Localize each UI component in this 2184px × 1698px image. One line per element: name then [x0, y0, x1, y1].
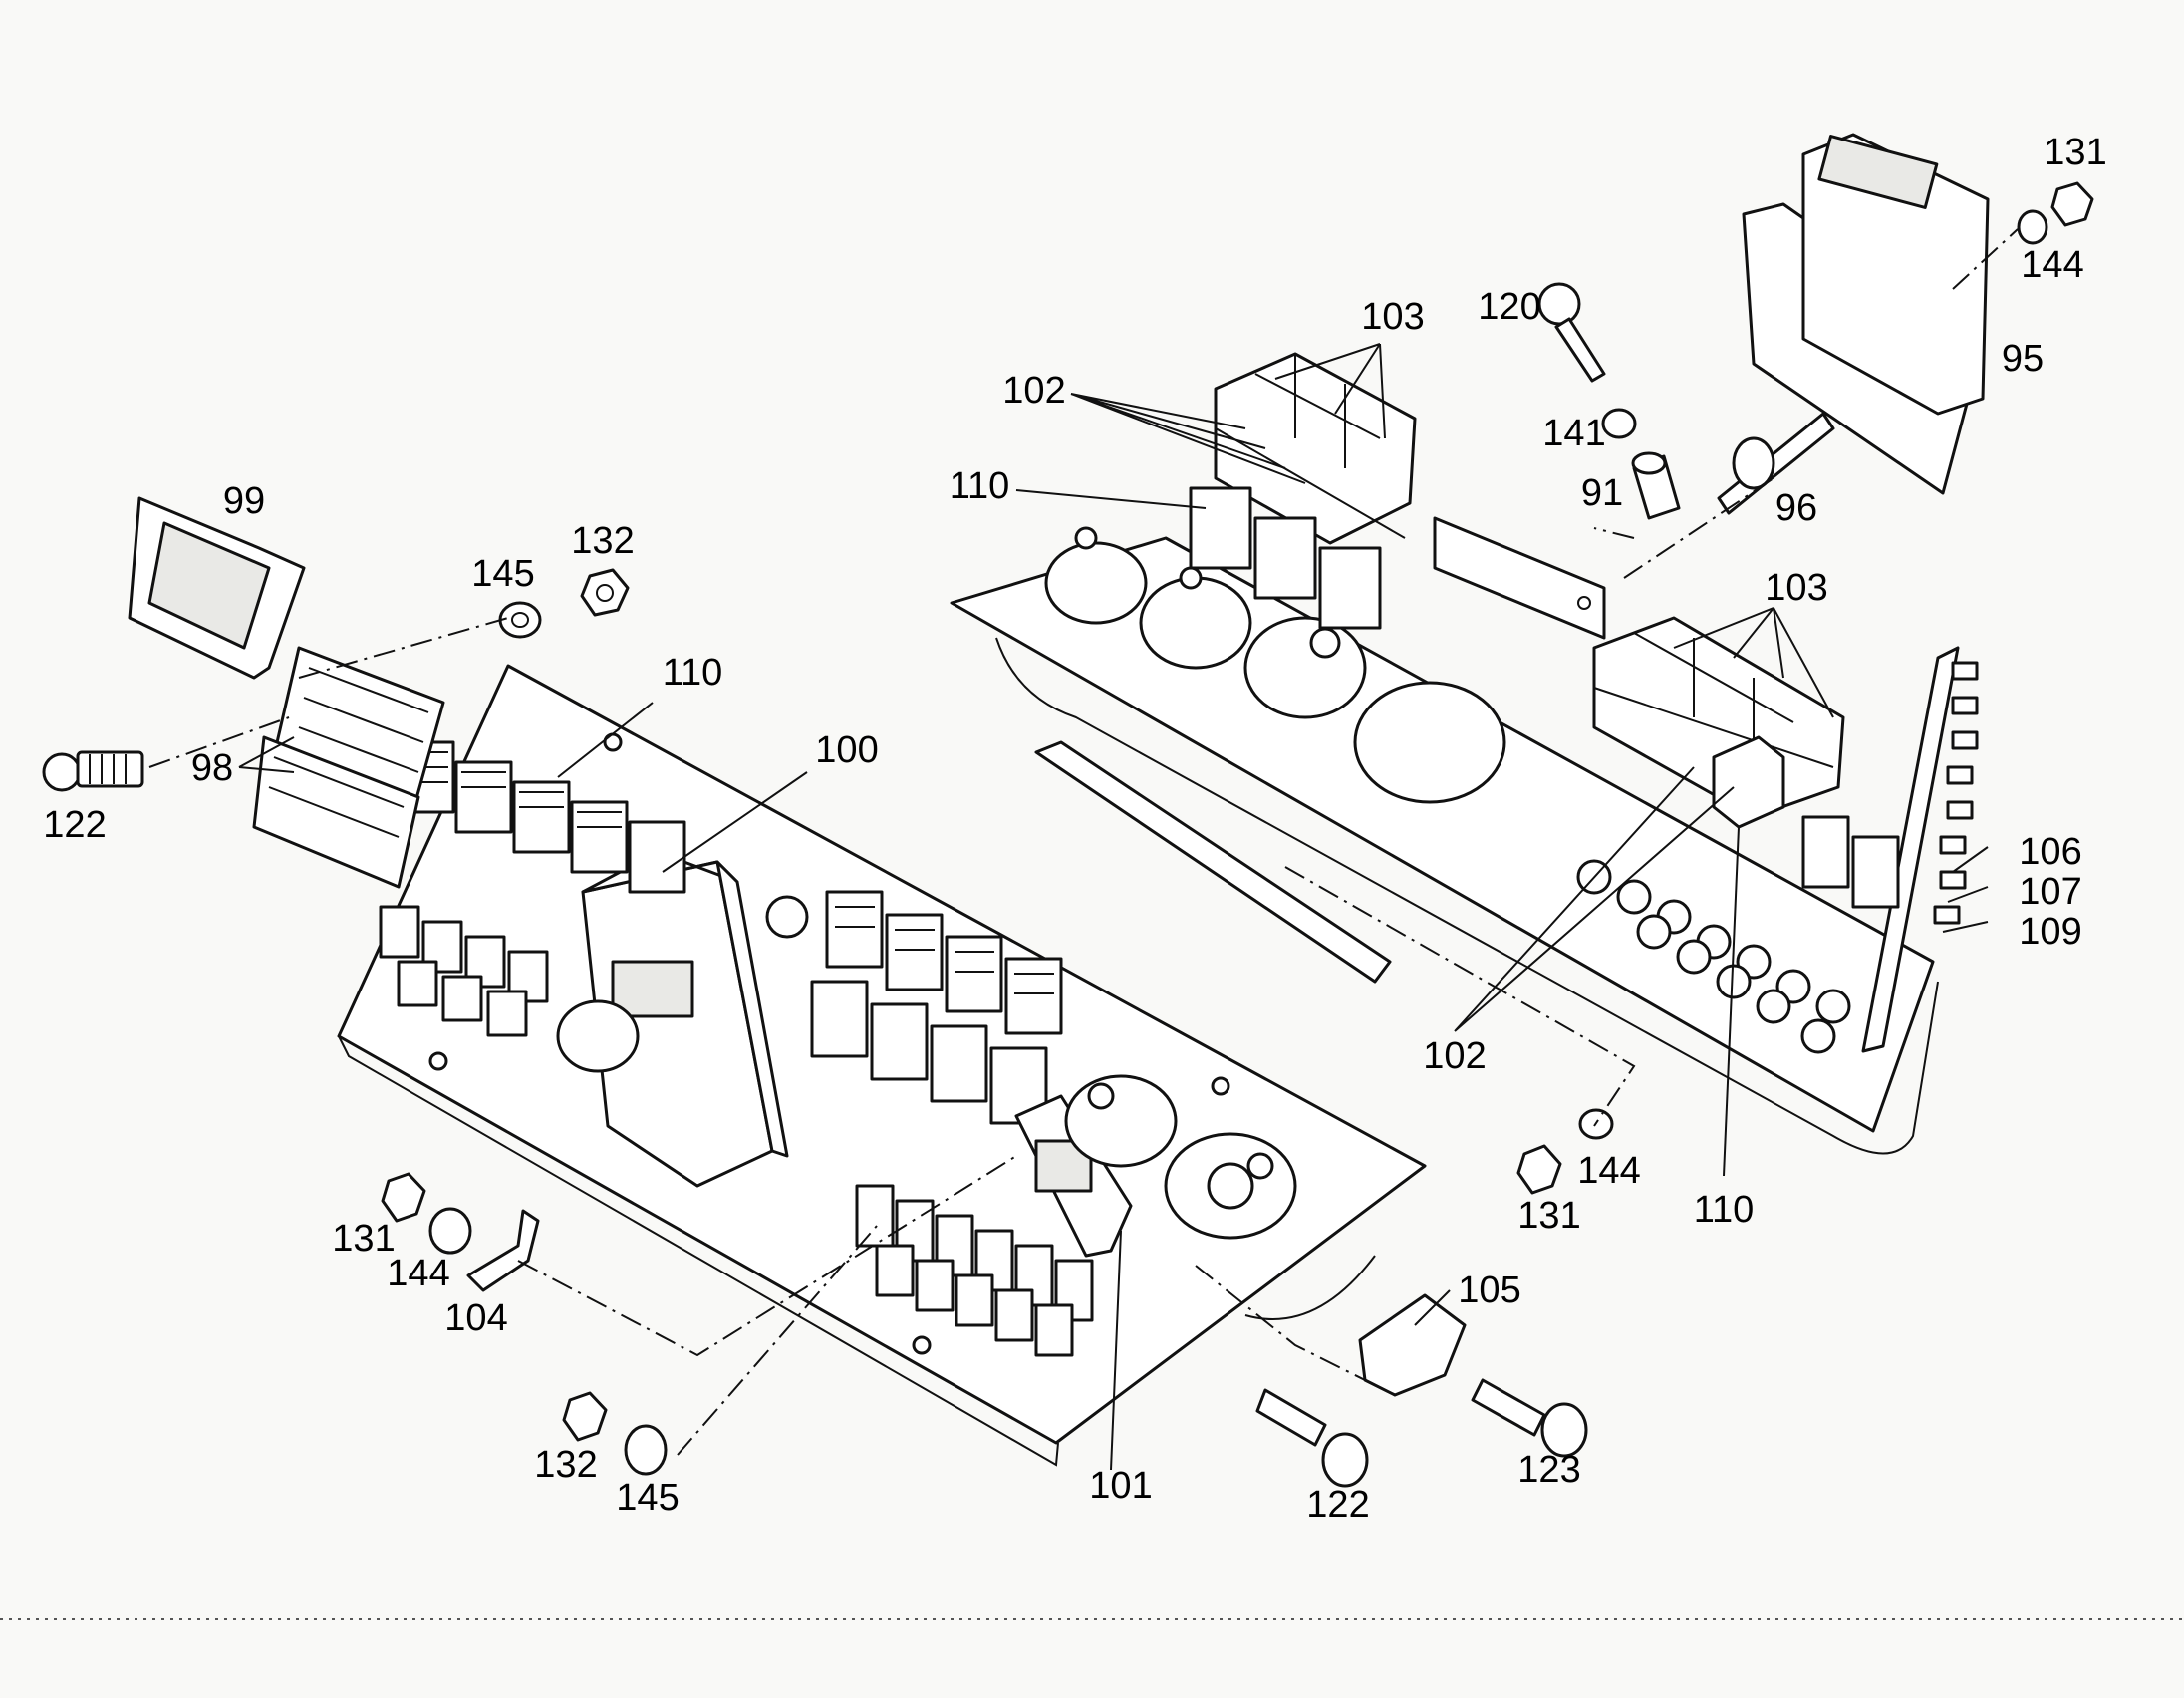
- callout-100: 100: [815, 729, 878, 771]
- rear-gauge-housings: [1044, 526, 1506, 804]
- spacer-91: [1631, 451, 1681, 520]
- rear-relay-stack-103: [1189, 352, 1417, 630]
- callout-110-middle: 110: [950, 465, 1010, 507]
- callout-104: 104: [444, 1297, 507, 1339]
- callout-122-left: 122: [43, 804, 106, 846]
- nut-131-right: [1516, 1144, 1562, 1195]
- callout-132-lower: 132: [534, 1444, 597, 1486]
- callout-110-right: 110: [1694, 1189, 1755, 1231]
- callout-101: 101: [1089, 1465, 1152, 1507]
- callout-95: 95: [2002, 338, 2044, 380]
- rear-side-relays: [1801, 815, 1900, 909]
- cover-99: [128, 496, 306, 680]
- rubber-strip: [1034, 740, 1392, 984]
- callout-145-upper: 145: [471, 553, 534, 595]
- callout-131-lower-left: 131: [332, 1218, 395, 1260]
- washer-141: [1601, 408, 1637, 439]
- callout-144-lower-left: 144: [387, 1253, 449, 1294]
- callout-99: 99: [223, 480, 265, 522]
- front-gauge-housings: [1064, 1074, 1297, 1240]
- screw-122-right: [1255, 1388, 1369, 1488]
- nut-132-upper: [580, 568, 630, 617]
- nut-131-lower-left: [381, 1172, 426, 1223]
- washer-144-lower-left: [428, 1207, 472, 1255]
- callout-96: 96: [1775, 487, 1817, 529]
- front-fuse-block-middle: [810, 890, 1063, 1125]
- callout-120: 120: [1478, 286, 1540, 328]
- callout-132-upper: 132: [571, 520, 634, 562]
- relay-110-right: [1712, 735, 1785, 829]
- assembly-lines: [148, 228, 2019, 1456]
- bracket-98: [252, 646, 445, 889]
- callout-145-lower: 145: [616, 1477, 679, 1519]
- callout-131-top: 131: [2044, 132, 2106, 173]
- callout-105: 105: [1458, 1270, 1520, 1311]
- terminal-strip-106-107-109: [1861, 646, 1979, 1053]
- screw-123: [1471, 1378, 1588, 1458]
- callout-131-right: 131: [1517, 1195, 1580, 1237]
- washer-145-lower: [624, 1424, 668, 1476]
- callout-103-right: 103: [1765, 567, 1827, 609]
- callout-107: 107: [2019, 871, 2081, 913]
- screw-122-left: [42, 750, 144, 792]
- callout-98: 98: [191, 747, 233, 789]
- callout-103-upper: 103: [1361, 296, 1424, 338]
- callout-106: 106: [2019, 831, 2081, 873]
- screw-120: [1537, 282, 1606, 383]
- stud-96: [1717, 412, 1835, 515]
- front-relay-block-lower: [855, 1184, 1094, 1357]
- module-95: [1801, 133, 1990, 416]
- nut-132-lower: [562, 1391, 608, 1442]
- callout-102-lower: 102: [1423, 1035, 1486, 1077]
- callout-102-upper: 102: [1002, 370, 1065, 412]
- callout-144-top: 144: [2021, 244, 2083, 286]
- callout-144-right: 144: [1577, 1150, 1640, 1192]
- nut-131-top: [2050, 181, 2094, 227]
- callout-labels: 99 145 132 110 100 98 122 102 103 110 12…: [43, 132, 2106, 1526]
- callout-109: 109: [2019, 911, 2081, 953]
- callout-110-left: 110: [663, 652, 723, 694]
- bracket-105: [1358, 1293, 1467, 1397]
- callout-123: 123: [1517, 1449, 1580, 1491]
- callout-141: 141: [1542, 413, 1605, 454]
- washer-144-top: [2017, 209, 2048, 245]
- rear-small-components: [1576, 859, 1851, 1054]
- callout-91: 91: [1581, 472, 1623, 514]
- bracket-104: [466, 1209, 540, 1292]
- washer-145-upper: [498, 601, 542, 639]
- callout-122-right: 122: [1306, 1484, 1369, 1526]
- relay-101: [1014, 1094, 1133, 1258]
- front-relay-group-left: [379, 905, 549, 1037]
- rear-long-plate: [1433, 516, 1606, 640]
